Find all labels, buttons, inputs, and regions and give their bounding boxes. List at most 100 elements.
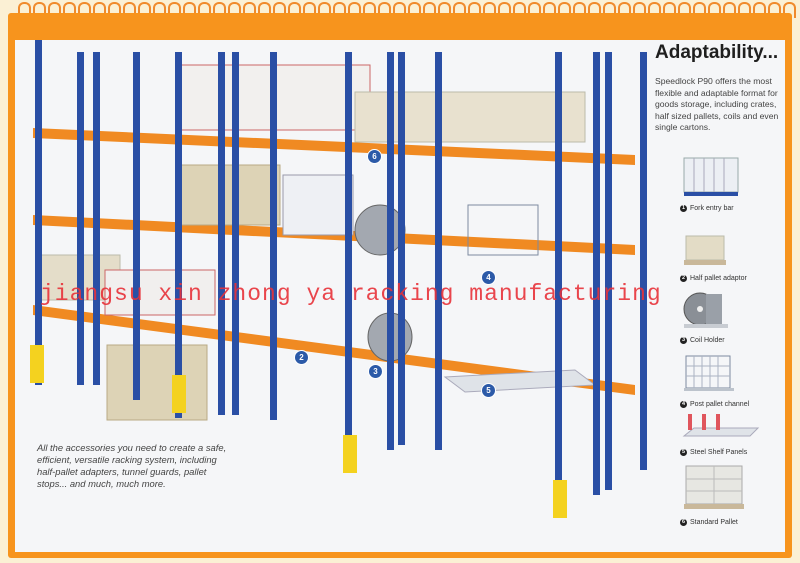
binding-ring: [408, 2, 421, 18]
carton-load: [104, 269, 216, 316]
binding-ring: [78, 2, 91, 18]
binding-ring: [18, 2, 31, 18]
pallet-load: [179, 164, 281, 226]
number-badge: 4: [680, 401, 687, 408]
upright: [35, 40, 42, 385]
binding-ring: [678, 2, 691, 18]
binding-ring: [633, 2, 646, 18]
page-heading: Adaptability...: [655, 42, 779, 63]
binding-ring: [378, 2, 391, 18]
half-pallet-icon: [684, 235, 726, 265]
binding-ring: [558, 2, 571, 18]
binding-ring: [648, 2, 661, 18]
binding-ring: [138, 2, 151, 18]
binding-ring: [123, 2, 136, 18]
binding-ring: [423, 2, 436, 18]
binding-ring: [198, 2, 211, 18]
binding-ring: [228, 2, 241, 18]
callout-badge: 3: [368, 364, 383, 379]
binding-ring: [108, 2, 121, 18]
beam: [33, 305, 635, 395]
binding-ring: [48, 2, 61, 18]
upright: [345, 52, 352, 460]
number-badge: 6: [680, 519, 687, 526]
accessory-label: Steel Shelf Panels: [690, 449, 748, 456]
upright: [133, 52, 140, 400]
binding-ring: [738, 2, 751, 18]
coil: [354, 204, 406, 256]
upright: [77, 52, 84, 385]
callout-badge: 4: [481, 270, 496, 285]
binding-ring: [153, 2, 166, 18]
binding-ring: [693, 2, 706, 18]
number-badge: 1: [680, 205, 687, 212]
shelf-panel: [443, 369, 597, 393]
accessory-label: Fork entry bar: [690, 205, 734, 212]
callout-badge: 2: [294, 350, 309, 365]
upright: [387, 52, 394, 450]
upright-guard: [172, 375, 186, 413]
binding-ring: [213, 2, 226, 18]
binding-ring: [258, 2, 271, 18]
binding-ring: [468, 2, 481, 18]
upright: [270, 52, 277, 420]
pallet-icon: [684, 465, 744, 509]
binding-ring: [288, 2, 301, 18]
watermark: jiangsu xin zhong ya racking manufacturi…: [40, 281, 662, 307]
binding-ring: [63, 2, 76, 18]
upright-guard: [343, 435, 357, 473]
intro-text: Speedlock P90 offers the most flexible a…: [655, 76, 779, 132]
binding-ring: [543, 2, 556, 18]
upright: [593, 52, 600, 495]
upright: [605, 52, 612, 490]
binding-ring: [768, 2, 781, 18]
binding-ring: [393, 2, 406, 18]
upright-guard: [30, 345, 44, 383]
upright: [175, 52, 182, 418]
binding-ring: [318, 2, 331, 18]
binding-ring: [183, 2, 196, 18]
binding-ring: [168, 2, 181, 18]
binding-ring: [348, 2, 361, 18]
binding-ring: [603, 2, 616, 18]
binding-ring: [753, 2, 766, 18]
binding-ring: [783, 2, 796, 18]
racking-illustration: [30, 40, 647, 518]
upright: [435, 52, 442, 450]
number-badge: 3: [680, 337, 687, 344]
crate-icon: [683, 157, 739, 196]
upright: [555, 52, 562, 510]
binding-ring: [333, 2, 346, 18]
upright: [640, 52, 647, 470]
brochure-page: 6 4 2 3 5 Adaptability... Speedlock P90 …: [15, 40, 785, 552]
number-badge: 2: [680, 275, 687, 282]
mesh-cage: [467, 204, 539, 256]
accessory-label: Post pallet channel: [690, 401, 750, 408]
callout-badge: 5: [481, 383, 496, 398]
beam: [33, 128, 635, 165]
pallet-load: [106, 344, 208, 421]
upright: [232, 52, 239, 415]
binding-ring: [273, 2, 286, 18]
caption-text: All the accessories you need to create a…: [37, 442, 227, 489]
accessory-label: Half pallet adaptor: [690, 275, 747, 282]
upright: [218, 52, 225, 415]
binding-ring: [573, 2, 586, 18]
accessory-label: Standard Pallet: [690, 519, 738, 526]
binding-ring: [453, 2, 466, 18]
mesh-cage-icon: [684, 355, 734, 391]
upright: [398, 52, 405, 445]
coil-icon: [683, 292, 728, 328]
binding-ring: [723, 2, 736, 18]
spiral-binding: [14, 0, 796, 20]
shelf-panel-icon: [682, 414, 760, 437]
binding-ring: [483, 2, 496, 18]
binding-ring: [618, 2, 631, 18]
binding-ring: [513, 2, 526, 18]
crate: [282, 174, 354, 236]
